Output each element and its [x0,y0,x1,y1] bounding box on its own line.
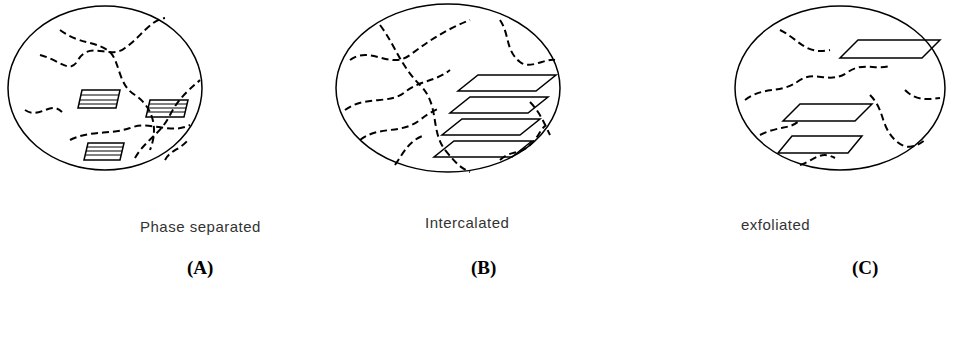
panel-letter: (B) [471,257,496,279]
sample-circle [8,6,202,170]
panel-letter: (C) [852,257,878,279]
exfoliated-sheets [778,40,940,153]
panel-letter: (A) [187,257,213,279]
polymer-chains [25,18,200,160]
sample-circle [336,4,560,172]
sample-circle [735,6,945,170]
panel-caption: Phase separated [140,218,261,235]
clay-stack [78,90,188,160]
panel-caption: exfoliated [741,216,810,233]
polymer-chains [345,20,555,172]
polymer-chains [745,30,940,165]
panel-caption: Intercalated [425,214,509,231]
intercalated-layers [434,75,556,157]
